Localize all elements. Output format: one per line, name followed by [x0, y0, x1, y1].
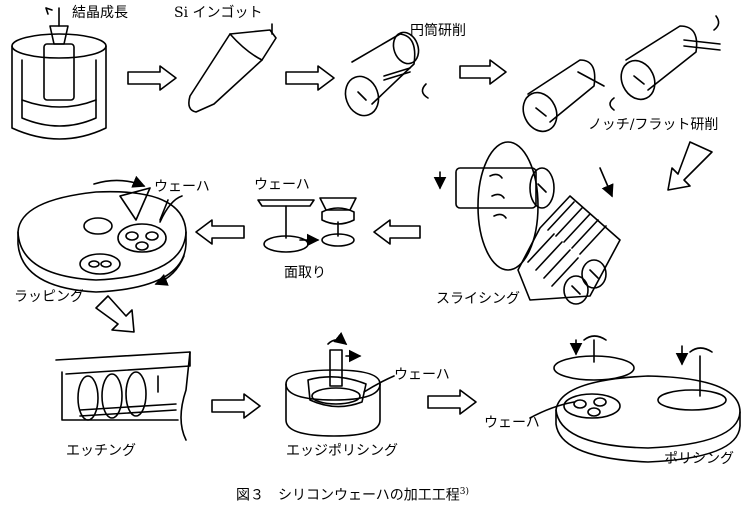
- wafer-lapping-leader: [159, 195, 183, 223]
- caption-reference: 3): [459, 487, 469, 497]
- process-arrow-3: [459, 59, 507, 85]
- process-arrow-8: [211, 393, 261, 419]
- cylinder-grinding-figure: [344, 31, 429, 117]
- edge-polishing-figure: [285, 332, 381, 437]
- wafer-edge-leader: [363, 375, 395, 393]
- label-wafer-edge: ウェーハ: [394, 367, 450, 383]
- caption-text: 図３ シリコンウェーハの加工工程: [236, 487, 460, 504]
- label-crystal-growth: 結晶成長: [72, 5, 128, 21]
- process-arrow-9: [427, 389, 477, 415]
- label-lapping: ラッピング: [14, 289, 84, 305]
- figure-caption: 図３ シリコンウェーハの加工工程3): [236, 488, 469, 503]
- lapping-figure: [17, 175, 187, 293]
- process-arrow-7: [95, 295, 135, 333]
- process-arrow-1: [127, 65, 177, 91]
- process-arrow-5: [373, 219, 421, 245]
- label-wafer-chamfer: ウェーハ: [254, 177, 310, 193]
- chamfering-figure: [257, 197, 357, 253]
- label-cylinder-grinding: 円筒研削: [410, 23, 466, 39]
- etching-figure: [55, 351, 191, 441]
- label-edge-polishing: エッジポリシング: [286, 443, 398, 459]
- process-arrow-2: [285, 65, 335, 91]
- label-chamfering: 面取り: [284, 265, 326, 281]
- polishing-figure: [529, 335, 741, 463]
- process-arrow-6: [195, 219, 245, 245]
- si-ingot-figure: [188, 23, 277, 113]
- label-etching: エッチング: [66, 443, 136, 459]
- process-arrow-4: [667, 141, 713, 191]
- notch-flat-grinding-figure: [522, 15, 721, 133]
- crystal-growth-figure: [11, 7, 107, 140]
- label-slicing: スライシング: [436, 291, 520, 307]
- label-wafer-polish: ウェーハ: [484, 415, 540, 431]
- label-polishing: ポリシング: [664, 451, 734, 467]
- label-wafer-lapping: ウェーハ: [154, 179, 210, 195]
- label-si-ingot: Si インゴット: [174, 5, 263, 21]
- label-notch-flat-grinding: ノッチ/フラット研削: [588, 117, 719, 133]
- slicing-figure: [433, 141, 621, 305]
